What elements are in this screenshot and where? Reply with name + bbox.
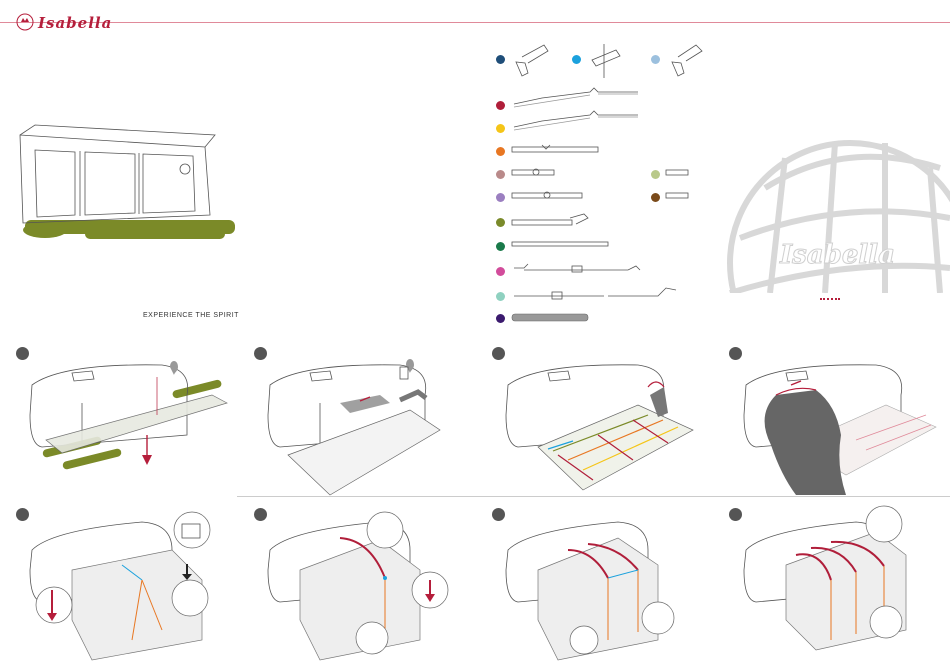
watermark-dots xyxy=(820,298,840,303)
pole-set-icon xyxy=(510,86,645,110)
angle-connector-icon xyxy=(668,42,713,82)
step-5-illustration xyxy=(22,510,232,660)
legend-dot xyxy=(496,170,505,179)
pole-icon xyxy=(512,280,682,304)
step-1-illustration xyxy=(22,355,232,480)
pole-icon xyxy=(512,260,642,280)
legend-dot xyxy=(651,193,660,202)
step-3-illustration xyxy=(498,355,708,495)
pole-icon xyxy=(512,166,560,180)
step-2-illustration xyxy=(260,355,470,495)
legend-dot xyxy=(496,267,505,276)
legend-dot xyxy=(651,55,660,64)
legend-dot xyxy=(572,55,581,64)
step-8-illustration xyxy=(736,510,946,660)
legend-dot xyxy=(496,314,505,323)
legend-dot xyxy=(651,170,660,179)
brand-watermark: Isabella xyxy=(725,118,950,293)
corner-connector-icon xyxy=(512,42,557,82)
pole-icon xyxy=(512,189,587,203)
step-7-illustration xyxy=(498,510,708,660)
pole-set-icon xyxy=(510,109,645,133)
header-rule xyxy=(0,22,950,23)
mat-roll-icon xyxy=(512,312,592,324)
pole-icon xyxy=(666,166,694,180)
pole-icon xyxy=(666,189,694,203)
legend-dot xyxy=(496,218,505,227)
legend-dot xyxy=(496,193,505,202)
pole-icon xyxy=(512,212,592,230)
step-6-illustration xyxy=(260,510,470,660)
pole-icon xyxy=(512,238,614,252)
legend-dot xyxy=(496,55,505,64)
legend-dot xyxy=(496,101,505,110)
legend-dot xyxy=(496,292,505,301)
t-connector-icon xyxy=(588,42,633,82)
step-4-illustration xyxy=(736,355,946,500)
legend-dot xyxy=(496,242,505,251)
legend-dot xyxy=(496,124,505,133)
awning-illustration xyxy=(15,125,230,245)
pole-icon xyxy=(512,143,604,157)
tagline: EXPERIENCE THE SPIRIT xyxy=(143,312,239,319)
svg-text:Isabella: Isabella xyxy=(779,240,895,270)
brand-name: Isabella xyxy=(38,14,112,32)
legend-dot xyxy=(496,147,505,156)
